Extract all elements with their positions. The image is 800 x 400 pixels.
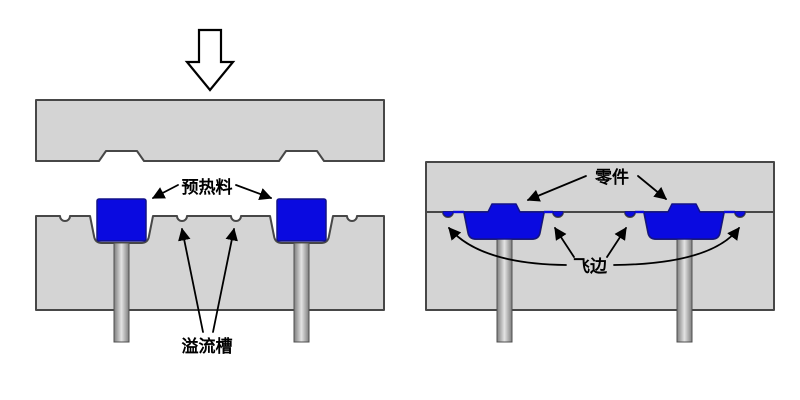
preheated-charge bbox=[276, 198, 327, 242]
ejector-pin bbox=[293, 242, 310, 343]
flash-drip bbox=[552, 211, 564, 217]
flash-film bbox=[453, 210, 464, 214]
annotation-arrow-overflow-right bbox=[212, 227, 238, 333]
annotation-arrow-flash-inner-left bbox=[554, 226, 575, 258]
ejector-pin bbox=[113, 242, 130, 343]
lower-mold-block bbox=[35, 215, 385, 311]
preheated-charge bbox=[96, 198, 147, 242]
flash-drip bbox=[442, 211, 454, 217]
preheat-label: 预热料 bbox=[182, 177, 233, 197]
upper-mold-plate-closed bbox=[425, 161, 775, 213]
annotation-arrow-flash-outer-left bbox=[448, 227, 567, 266]
press-direction-arrow bbox=[184, 28, 236, 92]
part-label: 零件 bbox=[594, 167, 629, 187]
annotation-arrow-flash-outer-right bbox=[613, 226, 740, 266]
annotation-arrow-part-right bbox=[637, 175, 667, 200]
annotation-arrow-part-left bbox=[526, 175, 587, 202]
upper-mold-plate bbox=[35, 99, 385, 162]
open-mold-stage: 预热料 溢流槽 bbox=[35, 28, 385, 356]
annotation-arrow-overflow-left bbox=[178, 227, 204, 333]
molded-part bbox=[463, 203, 545, 240]
ejector-pin bbox=[496, 238, 513, 343]
flash-film bbox=[544, 210, 553, 214]
closed-mold-stage: 零件 飞边 bbox=[425, 161, 775, 343]
ejector-pin bbox=[676, 238, 693, 343]
molded-part bbox=[643, 203, 725, 240]
annotation-arrow-flash-inner-right bbox=[606, 226, 627, 258]
flash-drip bbox=[624, 211, 636, 217]
flash-film bbox=[635, 210, 644, 214]
annotation-arrow-preheat-right bbox=[235, 184, 273, 200]
annotation-arrow-preheat-left bbox=[151, 184, 179, 199]
overflow-groove-label: 溢流槽 bbox=[182, 336, 233, 356]
flash-drip bbox=[734, 211, 746, 217]
flash-label: 飞边 bbox=[573, 257, 608, 276]
flash-film bbox=[724, 210, 735, 214]
